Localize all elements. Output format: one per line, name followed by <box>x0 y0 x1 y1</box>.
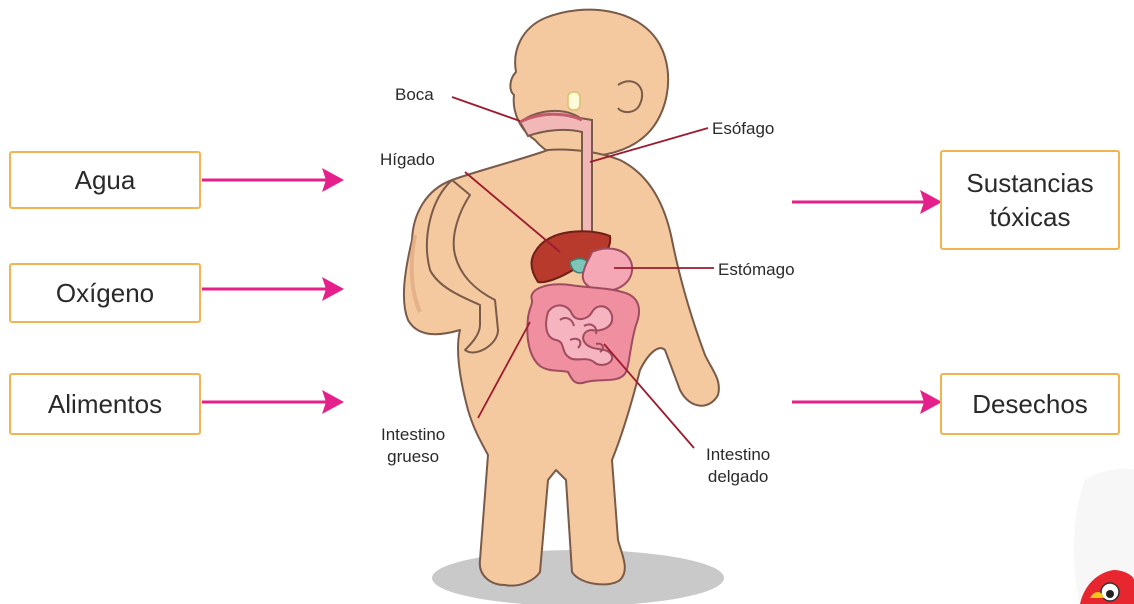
organ-label-intestino-grueso-line2: grueso <box>381 446 445 468</box>
organ-label-higado: Hígado <box>380 149 435 171</box>
input-box-agua: Agua <box>9 151 201 209</box>
organ-label-estomago: Estómago <box>718 259 795 281</box>
input-arrows <box>202 168 344 414</box>
input-label-agua: Agua <box>75 163 136 197</box>
organ-label-boca: Boca <box>395 84 434 106</box>
output-arrows <box>792 190 942 414</box>
organ-label-intestino-grueso-line1: Intestino <box>381 424 445 446</box>
arrow-agua <box>202 168 344 192</box>
output-box-sustancias-toxicas: Sustancias tóxicas <box>940 150 1120 250</box>
arrow-alimentos <box>202 390 344 414</box>
organ-label-esofago: Esófago <box>712 118 774 140</box>
organ-label-intestino-delgado-line2: delgado <box>706 466 770 488</box>
output-label-desechos: Desechos <box>972 387 1088 421</box>
stomach-shape <box>583 248 632 290</box>
input-label-oxigeno: Oxígeno <box>56 276 154 310</box>
organ-label-intestino-grueso: Intestino grueso <box>381 424 445 468</box>
arrow-oxigeno <box>202 277 344 301</box>
input-box-alimentos: Alimentos <box>9 373 201 435</box>
tooth <box>568 92 580 110</box>
arrow-desechos <box>792 390 942 414</box>
leader-boca <box>452 97 520 121</box>
output-box-desechos: Desechos <box>940 373 1120 435</box>
organ-label-intestino-delgado: Intestino delgado <box>706 444 770 488</box>
input-box-oxigeno: Oxígeno <box>9 263 201 323</box>
output-label-sustancias-line1: Sustancias <box>966 166 1093 200</box>
arrow-sustancias <box>792 190 942 214</box>
organ-label-intestino-delgado-line1: Intestino <box>706 444 770 466</box>
output-label-sustancias-line2: tóxicas <box>966 200 1093 234</box>
corner-mascot <box>1074 468 1134 604</box>
input-label-alimentos: Alimentos <box>48 387 162 421</box>
